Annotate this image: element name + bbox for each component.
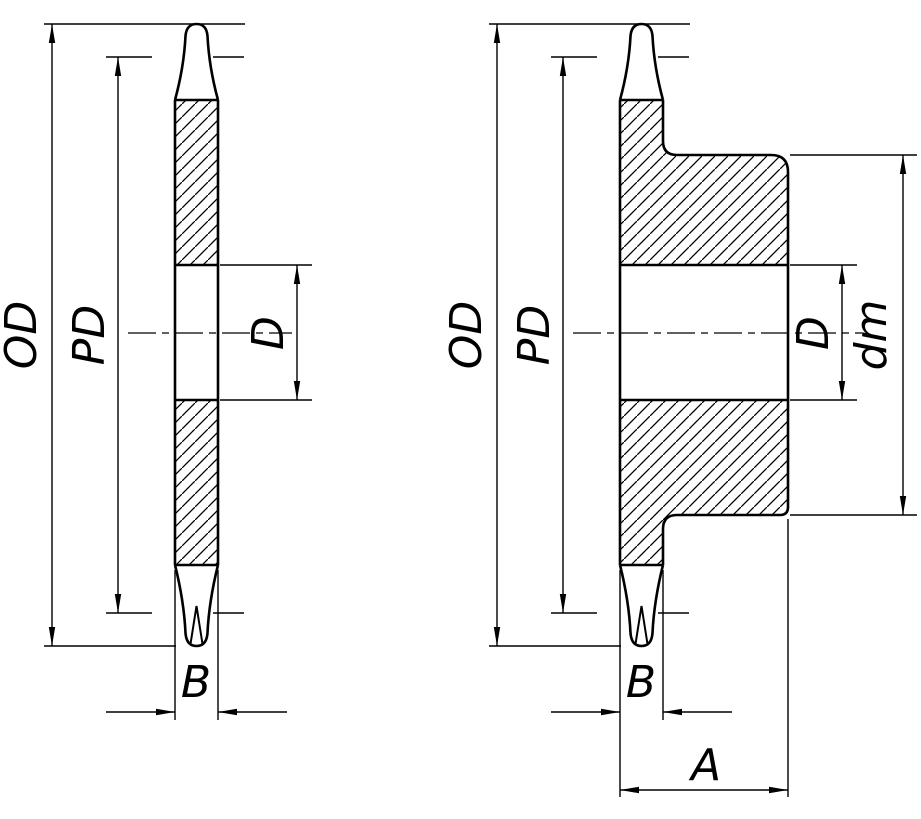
right-hub-arrow-down [899,496,907,515]
left-pd-label: PD [64,305,115,365]
right-hub-diameter-dimension: dm [790,154,917,516]
right-od-dimension: OD [441,23,690,647]
left-bottom-tooth-gap [189,605,204,645]
right-od-arrow-down [493,627,501,646]
right-upper-hatch-section [620,100,788,265]
left-width-label: B [181,657,211,708]
right-width-dimension: B [551,570,732,797]
figure-sprocket-with-hub: OD PD D dm [441,22,917,797]
figure-sprocket-plate: OD PD D [0,22,312,720]
left-top-tooth [173,22,220,101]
left-pd-arrow-up [114,57,122,76]
right-width-arrow-right [663,708,682,716]
left-od-dimension: OD [0,23,245,647]
left-width-dimension: B [106,570,287,720]
right-overall-arrow-left [620,786,639,794]
left-width-arrow-right [218,708,237,716]
right-od-arrow-up [493,24,501,43]
right-hub-diameter-label: dm [846,300,897,371]
left-upper-hatch-section [175,100,218,265]
left-bore-arrow-down [293,381,301,400]
right-pd-label: PD [509,305,560,365]
left-bore-label: D [243,316,294,350]
left-lower-hatch-section [175,400,218,565]
right-bottom-tooth [618,564,665,648]
right-width-arrow-left [601,708,620,716]
left-od-label: OD [0,301,47,370]
right-overall-width-label: A [688,740,721,791]
left-od-arrow-down [48,627,56,646]
right-bore-label: D [788,316,839,350]
right-pd-arrow-down [559,594,567,613]
right-bore-dimension: D [788,264,857,401]
left-bottom-tooth [173,564,220,648]
left-od-arrow-up [48,24,56,43]
left-bore-dimension: D [220,264,312,401]
right-width-label: B [626,657,656,708]
right-hub-arrow-up [899,155,907,174]
left-bore-arrow-up [293,265,301,284]
right-hub-outline [661,140,790,530]
right-pd-dimension: PD [509,56,689,614]
right-overall-arrow-right [769,786,788,794]
left-width-arrow-left [156,708,175,716]
right-bore-arrow-up [838,265,846,284]
right-lower-hatch-section [620,400,788,565]
left-pd-arrow-down [114,594,122,613]
right-od-label: OD [441,301,492,370]
right-bottom-tooth-gap [634,605,649,645]
right-bore-arrow-down [838,381,846,400]
right-overall-width-dimension: A [620,519,789,797]
left-pd-dimension: PD [64,56,244,614]
right-top-tooth [618,22,665,101]
right-pd-arrow-up [559,57,567,76]
